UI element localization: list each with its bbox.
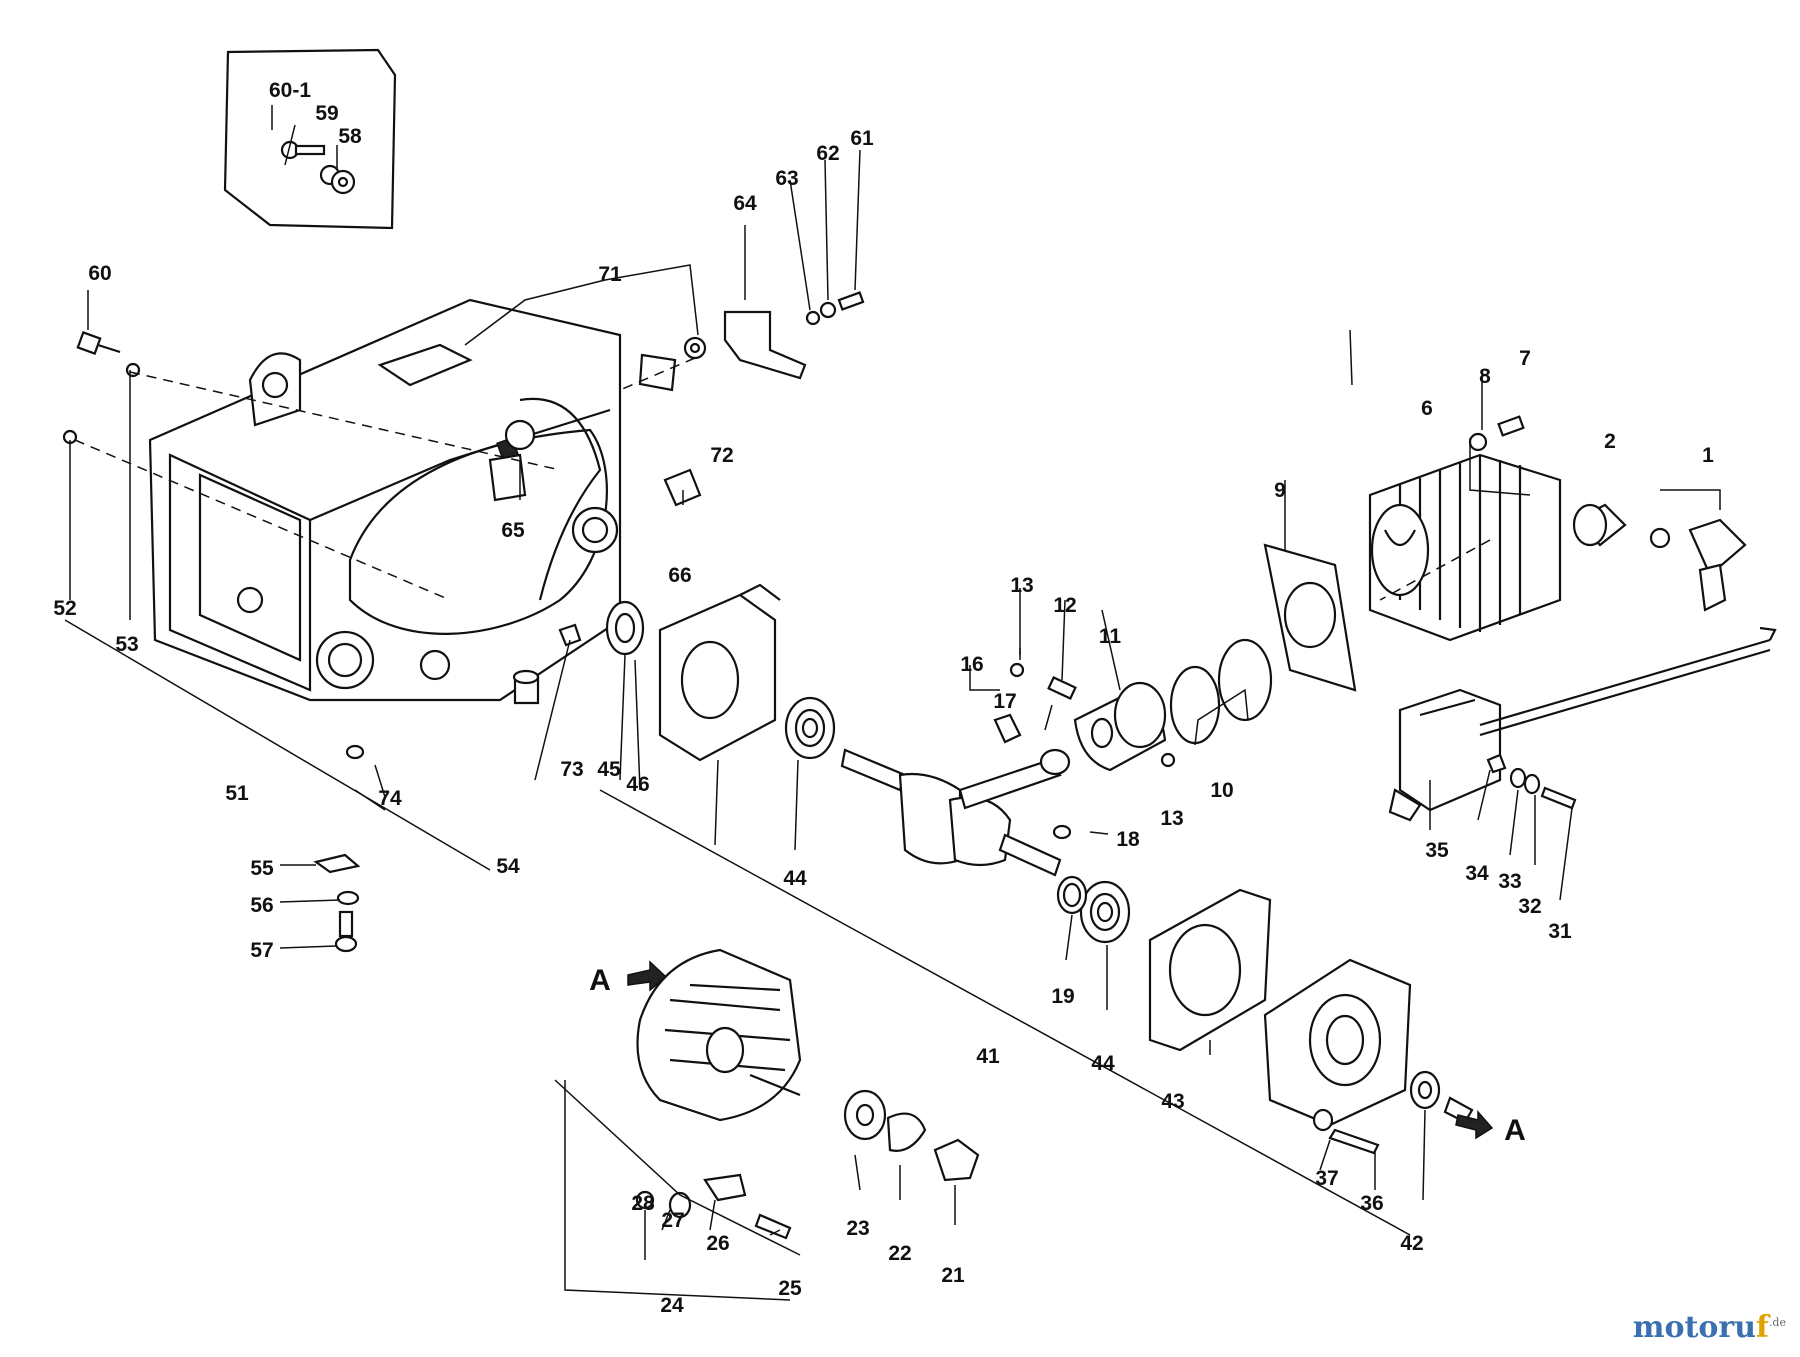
arrow-A-left-label: A — [589, 964, 611, 997]
part-label-28: 28 — [631, 1192, 655, 1215]
part-label-24: 24 — [660, 1294, 684, 1317]
part-label-46: 46 — [626, 773, 649, 796]
crankcase-housing — [148, 298, 622, 702]
crankcase-gasket — [1148, 888, 1272, 1052]
part-label-11: 11 — [1099, 625, 1122, 648]
part-label-55: 55 — [250, 857, 274, 880]
part-label-33: 33 — [1498, 870, 1521, 893]
part-label-43: 43 — [1161, 1090, 1184, 1113]
part-label-64: 64 — [733, 192, 757, 215]
part-label-62: 62 — [816, 142, 839, 165]
part-label-72: 72 — [710, 444, 733, 467]
part-label-9: 9 — [1274, 479, 1286, 502]
part-label-54: 54 — [496, 855, 520, 878]
part-label-32: 32 — [1518, 895, 1541, 918]
part-label-60-1: 60-1 — [269, 79, 311, 102]
part-label-57: 57 — [250, 939, 273, 962]
part-label-42: 42 — [1400, 1232, 1423, 1255]
part-label-26: 26 — [706, 1232, 729, 1255]
part-label-13-top: 13 — [1010, 574, 1033, 597]
part-labels: 1 2 6 7 8 9 10 11 12 13 13 16 17 18 19 2… — [53, 79, 1714, 1317]
part-label-23: 23 — [846, 1217, 869, 1240]
part-label-1: 1 — [1702, 444, 1714, 467]
watermark-suffix: .de — [1768, 1316, 1786, 1329]
seal-and-bearing-plate — [605, 583, 781, 762]
part-label-22: 22 — [888, 1242, 911, 1265]
part-label-37: 37 — [1315, 1167, 1338, 1190]
part-label-74: 74 — [378, 787, 402, 810]
part-label-73: 73 — [560, 758, 583, 781]
inset-box — [223, 48, 397, 230]
leader-lines — [64, 105, 1721, 1301]
arrow-mark-left: A — [589, 960, 668, 997]
spark-plug-and-cap — [1572, 503, 1747, 612]
part-label-18: 18 — [1116, 828, 1140, 851]
part-label-56: 56 — [250, 894, 273, 917]
part-label-65: 65 — [501, 519, 525, 542]
arrow-mark-right: A — [1455, 1110, 1526, 1147]
part-label-19: 19 — [1051, 985, 1074, 1008]
part-label-21: 21 — [941, 1264, 965, 1287]
part-label-12: 12 — [1053, 594, 1076, 617]
part-label-34: 34 — [1465, 862, 1489, 885]
part-label-66: 66 — [668, 564, 691, 587]
part-label-35: 35 — [1425, 839, 1449, 862]
crankshaft — [840, 713, 1071, 877]
part-label-31: 31 — [1548, 920, 1572, 943]
part-label-41: 41 — [976, 1045, 1000, 1068]
part-label-6: 6 — [1421, 397, 1433, 420]
cylinder — [1368, 415, 1562, 642]
bearing-44-left — [784, 696, 836, 760]
watermark-prefix: motoru — [1632, 1310, 1757, 1345]
part-label-36: 36 — [1360, 1192, 1383, 1215]
part-label-60: 60 — [88, 262, 111, 285]
part-label-59: 59 — [315, 102, 338, 125]
alignment-lines — [74, 357, 1491, 601]
bearing-44-right — [1079, 880, 1131, 944]
arrow-A-right-label: A — [1504, 1114, 1526, 1147]
cylinder-gasket — [1263, 543, 1357, 692]
part-label-17: 17 — [993, 690, 1016, 713]
watermark-accent: f — [1756, 1310, 1769, 1345]
part-label-10: 10 — [1210, 779, 1233, 802]
part-label-61: 61 — [850, 127, 874, 150]
part-label-2: 2 — [1604, 430, 1616, 453]
piston-assembly — [1009, 638, 1273, 915]
part-label-71: 71 — [598, 263, 622, 286]
part-label-16: 16 — [960, 653, 983, 676]
part-label-58: 58 — [338, 125, 362, 148]
part-label-27: 27 — [661, 1209, 684, 1232]
part-label-7: 7 — [1519, 347, 1531, 370]
part-label-44-right: 44 — [1091, 1052, 1115, 1075]
part-label-52: 52 — [53, 597, 76, 620]
part-label-63: 63 — [775, 167, 798, 190]
part-label-45: 45 — [597, 758, 621, 781]
part-label-44-left: 44 — [783, 867, 807, 890]
part-label-25: 25 — [778, 1277, 802, 1300]
part-label-53: 53 — [115, 633, 138, 656]
part-label-13-bottom: 13 — [1160, 807, 1183, 830]
watermark-logo: motoruf.de — [1633, 1310, 1786, 1345]
ignition-module — [1388, 626, 1777, 822]
crankcase-cover — [1263, 958, 1474, 1155]
small-parts — [62, 291, 865, 953]
part-label-51: 51 — [225, 782, 249, 805]
part-label-8: 8 — [1479, 365, 1491, 388]
flywheel — [635, 948, 980, 1240]
